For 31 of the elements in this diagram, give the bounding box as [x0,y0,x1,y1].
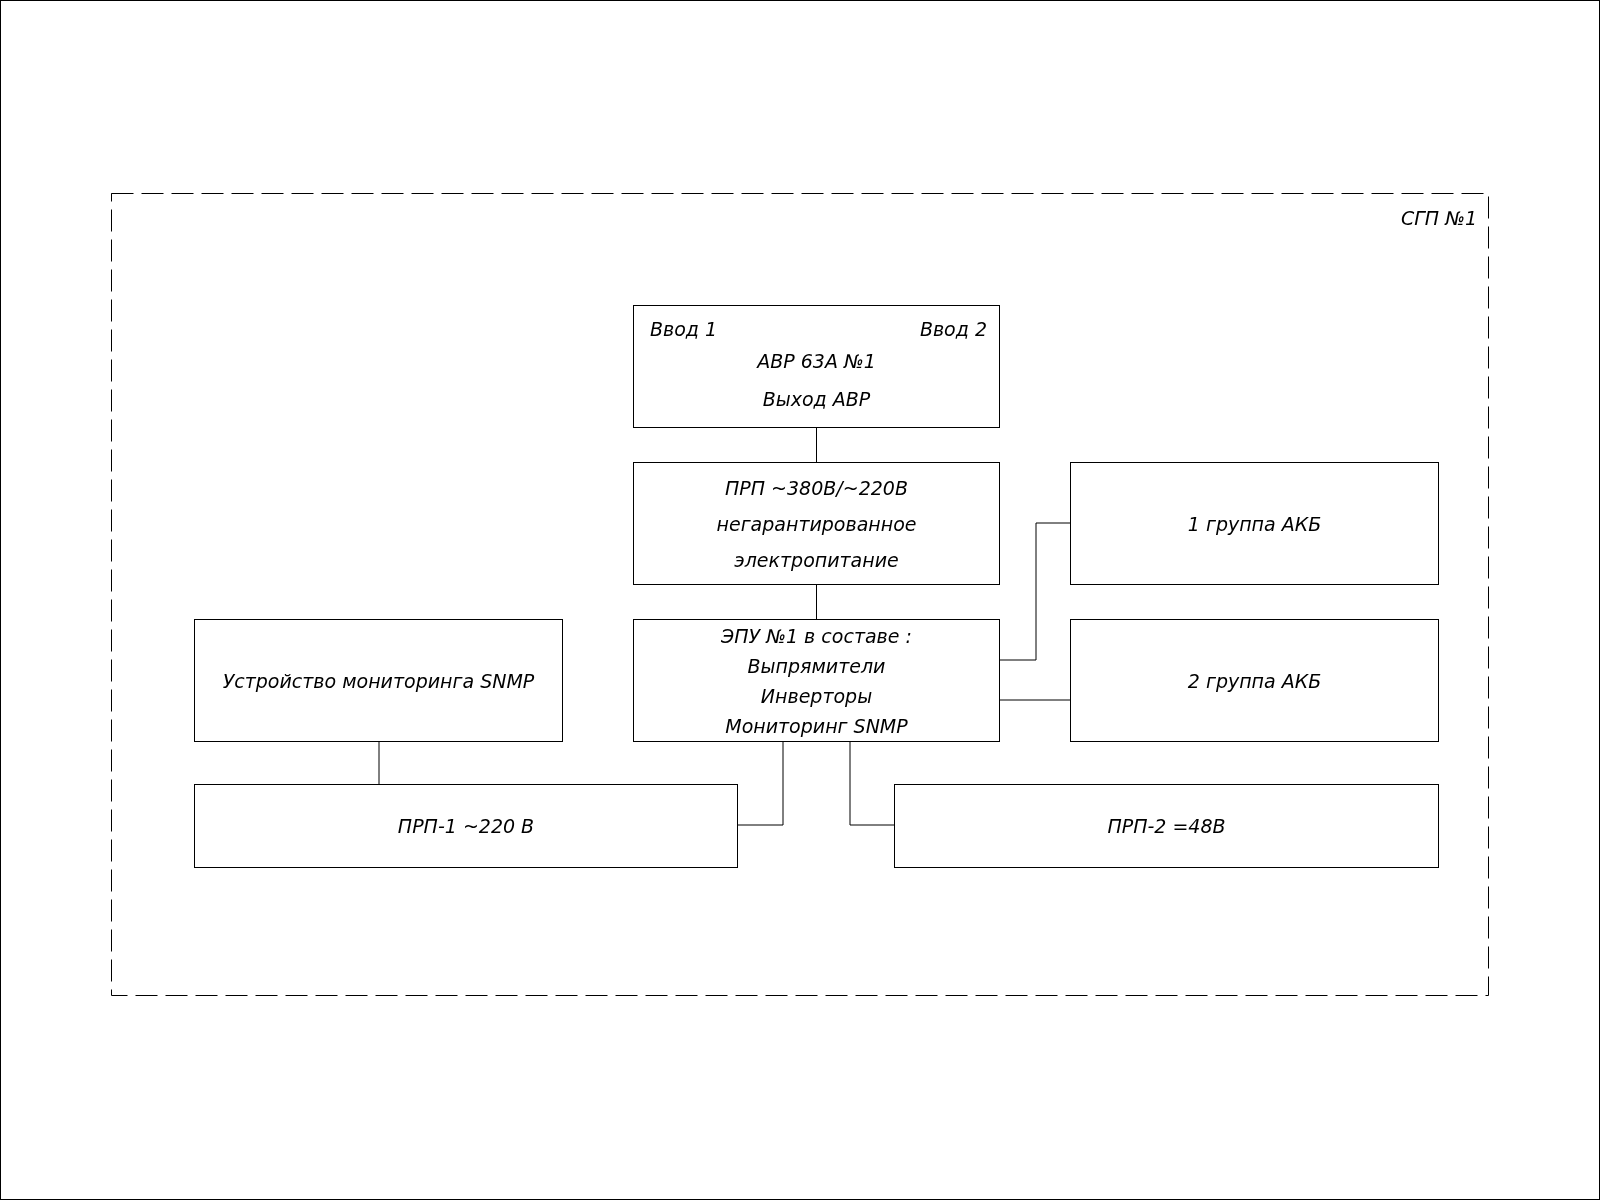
node-label: 2 группа АКБ [1187,668,1322,694]
node-label: Выход АВР [762,386,871,412]
unit-component: Выпрямители [747,653,886,679]
monitoring-box [194,619,563,742]
connector-line [816,427,817,463]
unit-component: Мониторинг SNMP [725,713,908,739]
group-label: СГП №1 [1400,206,1477,231]
distribution-box [633,462,1000,585]
battery-box [1070,462,1439,585]
node-label: 1 группа АКБ [1187,511,1322,537]
unit-heading: ЭПУ №1 в составе : [721,623,912,649]
input-label: Ввод 1 [650,317,718,342]
input-label: Ввод 2 [919,317,987,342]
node-label: ПРП-2 =48В [1107,814,1226,839]
distribution-box [194,784,738,868]
connector-line [816,584,817,620]
dashed-group-frame [111,193,1489,996]
node-label: ПРП ~380В/~220В негарантированное электропитание [716,475,917,573]
battery-box [1070,619,1439,742]
power-unit-box [633,619,1000,742]
distribution-box [894,784,1439,868]
node-label: Устройство мониторинга SNMP [222,668,535,694]
node-label: АВР 63А №1 [757,348,876,374]
connector-line [378,741,380,785]
unit-component: Инверторы [760,683,873,709]
switch-box [633,305,1000,428]
connector-line [849,741,895,826]
connector-line [999,522,1071,661]
node-label: ПРП-1 ~220 В [397,814,535,839]
connector-line [999,699,1071,701]
connector-line [737,741,784,826]
